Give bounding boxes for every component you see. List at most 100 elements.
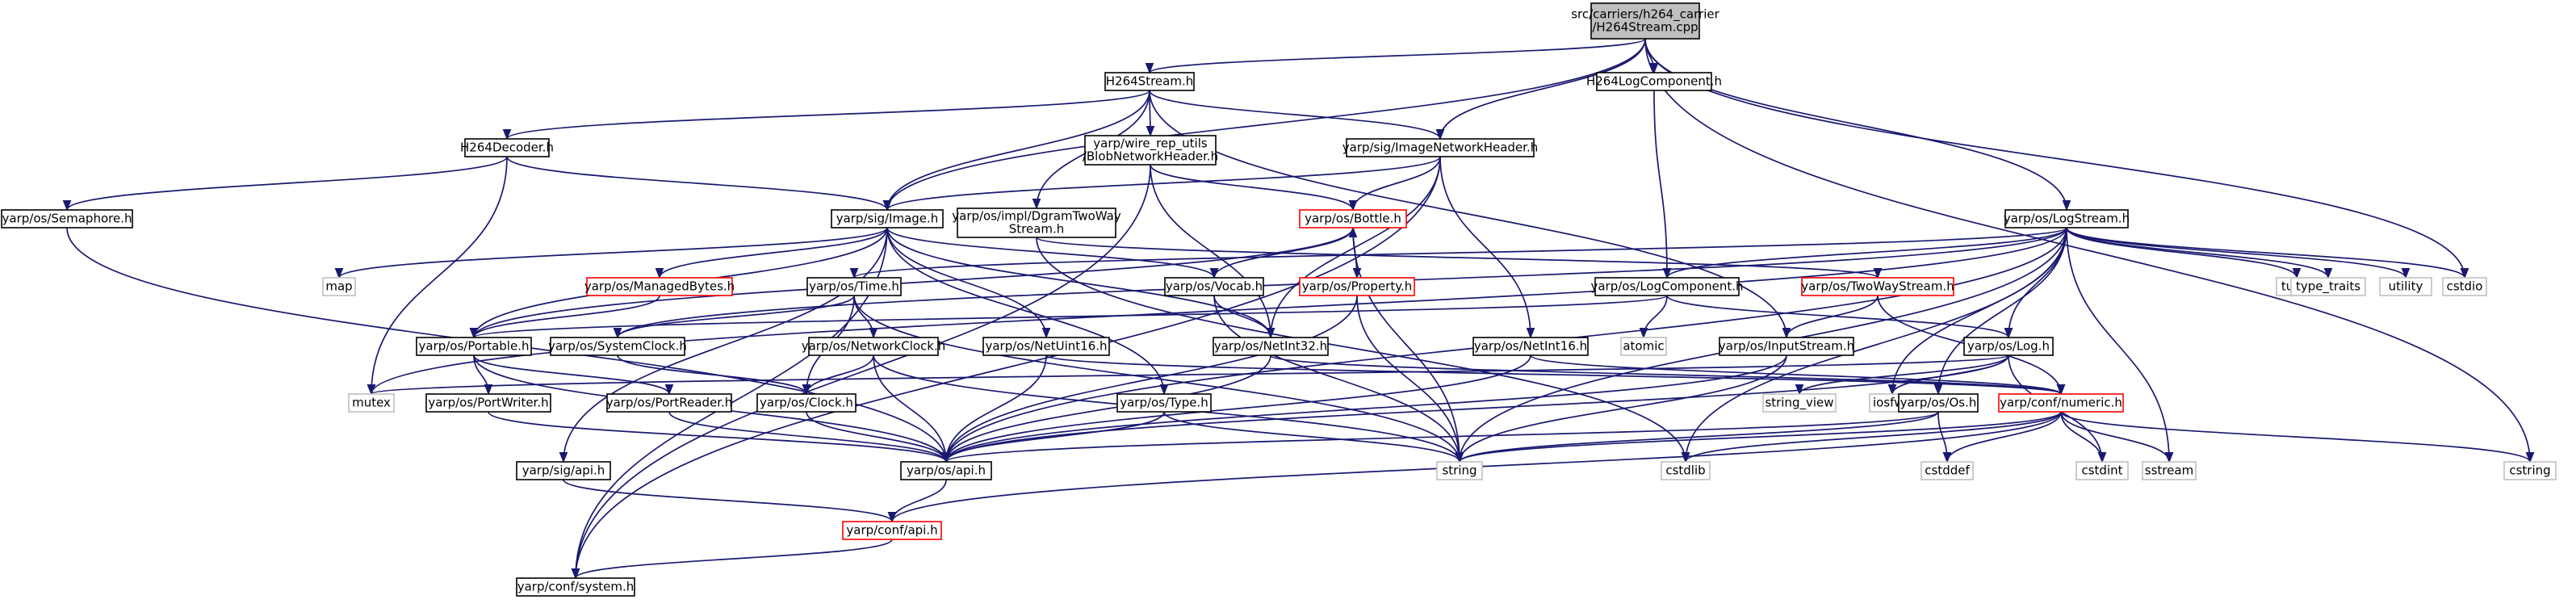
node-portreader-h[interactable]: yarp/os/PortReader.h — [606, 393, 733, 413]
edge-root-to-image_h — [882, 38, 1646, 212]
node-blobnetworkheader-h[interactable]: yarp/wire_rep_utils/BlobNetworkHeader.h — [1083, 135, 1218, 166]
node-property-h[interactable]: yarp/os/Property.h — [1299, 277, 1415, 296]
node-label: atomic — [1623, 339, 1664, 354]
node-logstream-h[interactable]: yarp/os/LogStream.h — [2004, 209, 2130, 229]
node-inputstream-h[interactable]: yarp/os/InputStream.h — [1719, 337, 1854, 356]
node-atomic: atomic — [1620, 337, 1667, 356]
node-type-traits: type_traits — [2290, 277, 2366, 296]
node-networkclock-h[interactable]: yarp/os/NetworkClock.h — [802, 337, 946, 356]
node-label: yarp/os/Clock.h — [760, 396, 853, 410]
edge-os_h-to-cstddef — [1937, 411, 1952, 463]
node-box — [1620, 337, 1667, 356]
node-box — [1, 209, 133, 229]
edge-dgramtwoway_h-to-cstdlib — [1036, 237, 1690, 463]
edge-confapi_h-to-system_h — [571, 539, 893, 580]
node-box — [1299, 209, 1407, 229]
edge-type_h-to-string — [1163, 411, 1464, 463]
node-label: yarp/os/NetUint16.h — [985, 339, 1107, 354]
node-box — [806, 277, 902, 296]
node-h264logcomponent-h[interactable]: H264LogComponent.h — [1586, 72, 1722, 91]
edge-logcomponent_h-to-log_h — [1666, 295, 2013, 339]
node-box — [606, 393, 732, 413]
node-box — [1436, 461, 1483, 480]
edge-imagenetworkheader_h-to-netint16_h — [1439, 156, 1535, 339]
edge-dgramtwoway_h-to-twowaystream_h — [1036, 237, 1882, 279]
node-label: yarp/conf/system.h — [517, 580, 635, 594]
edge-twowaystream_h-to-inputstream_h — [1782, 295, 1879, 339]
node-os-h[interactable]: yarp/os/Os.h — [1898, 393, 1979, 413]
node-box — [2075, 461, 2129, 480]
node-cstring: cstring — [2503, 461, 2557, 480]
edge-numeric_h-to-cstdint — [2060, 411, 2107, 463]
node-box — [1213, 337, 1329, 356]
edge-managedbytes_h-to-portable_h — [469, 295, 660, 339]
node-semaphore-h[interactable]: yarp/os/Semaphore.h — [1, 209, 133, 229]
node-portable-h[interactable]: yarp/os/Portable.h — [416, 337, 532, 356]
node-label: yarp/os/SystemClock.h — [548, 339, 687, 354]
node-clock-h[interactable]: yarp/os/Clock.h — [756, 393, 857, 413]
node-twowaystream-h[interactable]: yarp/os/TwoWayStream.h — [1801, 277, 1954, 296]
edge-image_h-to-sigapi_h — [559, 227, 888, 463]
node-netuint16-h[interactable]: yarp/os/NetUint16.h — [982, 337, 1110, 356]
node-label: yarp/conf/api.h — [846, 523, 937, 538]
node-box — [982, 337, 1110, 356]
edge-bottle_h-to-portable_h — [469, 227, 1354, 339]
node-box — [1596, 72, 1712, 91]
node-osapi-h[interactable]: yarp/os/api.h — [900, 461, 992, 480]
node-image-h[interactable]: yarp/sig/Image.h — [831, 209, 944, 229]
node-h264decoder-h[interactable]: H264Decoder.h — [460, 138, 554, 157]
node-netint32-h[interactable]: yarp/os/NetInt32.h — [1213, 337, 1329, 356]
node-vocab-h[interactable]: yarp/os/Vocab.h — [1164, 277, 1264, 296]
edge-os_h-to-string — [1455, 411, 1939, 463]
node-log-h[interactable]: yarp/os/Log.h — [1963, 337, 2054, 356]
node-cstdlib: cstdlib — [1661, 461, 1711, 480]
node-label: yarp/os/Log.h — [1967, 339, 2050, 354]
node-label: yarp/conf/numeric.h — [2000, 396, 2122, 410]
node-label: yarp/sig/Image.h — [836, 212, 939, 226]
node-root[interactable]: src/carriers/h264_carrier/H264Stream.cpp — [1571, 2, 1720, 40]
node-label: src/carriers/h264_carrier — [1571, 7, 1719, 23]
edge-blobnetworkheader_h-to-system_h — [571, 164, 1151, 580]
edge-image_h-to-type_h — [886, 227, 1169, 396]
node-managedbytes-h[interactable]: yarp/os/ManagedBytes.h — [584, 277, 735, 296]
edge-logstream_h-to-sstream — [2066, 227, 2174, 463]
node-label: yarp/wire_rep_utils — [1093, 136, 1208, 152]
edge-logcomponent_h-to-portable_h — [470, 295, 1668, 339]
node-system-h[interactable]: yarp/conf/system.h — [516, 577, 635, 597]
node-string: string — [1436, 461, 1483, 480]
node-imagenetworkheader-h[interactable]: yarp/sig/ImageNetworkHeader.h — [1342, 138, 1539, 157]
node-label: utility — [2389, 279, 2423, 294]
node-box — [464, 138, 550, 157]
node-logcomponent-h[interactable]: yarp/os/LogComponent.h — [1590, 277, 1744, 296]
edge-image_h-to-vocab_h — [886, 227, 1219, 279]
node-label: cstdlib — [1665, 463, 1705, 478]
edge-h264stream_h-to-inputstream_h — [1149, 90, 1791, 339]
node-box — [957, 208, 1116, 238]
node-cstdint: cstdint — [2075, 461, 2129, 480]
node-box — [1898, 393, 1979, 413]
node-box — [1346, 138, 1535, 157]
node-type-h[interactable]: yarp/os/Type.h — [1116, 393, 1212, 413]
edge-logstream_h-to-utility — [2066, 227, 2411, 279]
node-confapi-h[interactable]: yarp/conf/api.h — [842, 521, 942, 540]
edge-netint32_h-to-osapi_h — [941, 354, 1271, 463]
node-systemclock-h[interactable]: yarp/os/SystemClock.h — [548, 337, 687, 356]
node-sigapi-h[interactable]: yarp/sig/api.h — [516, 461, 611, 480]
edge-portreader_h-to-osapi_h — [668, 411, 951, 463]
edge-h264decoder_h-to-image_h — [506, 156, 892, 212]
node-portwriter-h[interactable]: yarp/os/PortWriter.h — [425, 393, 551, 413]
node-box — [2503, 461, 2557, 480]
node-numeric-h[interactable]: yarp/conf/numeric.h — [1998, 393, 2124, 413]
node-label: yarp/sig/ImageNetworkHeader.h — [1342, 140, 1539, 155]
edge-h264decoder_h-to-mutex — [367, 156, 508, 396]
node-bottle-h[interactable]: yarp/os/Bottle.h — [1299, 209, 1407, 229]
node-time-h[interactable]: yarp/os/Time.h — [806, 277, 902, 296]
node-h264stream-h[interactable]: H264Stream.h — [1104, 72, 1195, 91]
edge-root-to-logstream_h — [1644, 38, 2071, 212]
node-netint16-h[interactable]: yarp/os/NetInt16.h — [1472, 337, 1589, 356]
edge-netuint16_h-to-osapi_h — [941, 354, 1047, 463]
edge-netint16_h-to-numeric_h — [1530, 354, 2066, 396]
node-label: yarp/os/NetworkClock.h — [802, 339, 946, 354]
edge-type_h-to-osapi_h — [941, 411, 1165, 463]
